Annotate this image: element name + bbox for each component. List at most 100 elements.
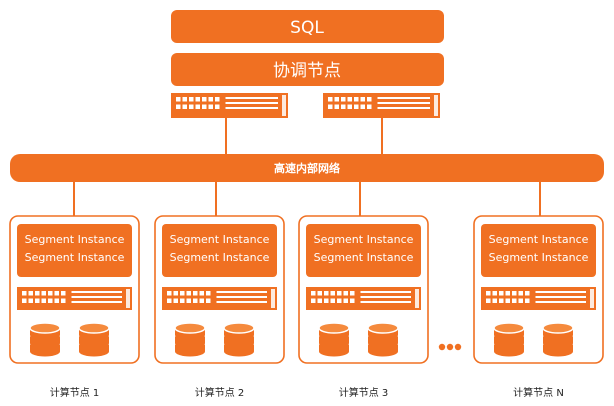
database-disk-icon [367, 322, 399, 357]
server-cap [590, 289, 594, 308]
segment-instance-label: Segment Instance [489, 251, 589, 264]
server-port [54, 291, 59, 296]
server-port [35, 291, 40, 296]
server-port [330, 291, 335, 296]
disk-top [493, 322, 525, 334]
server-line [216, 296, 267, 298]
server-port [173, 298, 178, 303]
server-port [189, 97, 194, 102]
server-port [334, 104, 339, 109]
server-port [499, 298, 504, 303]
disk-band [30, 344, 60, 357]
server-port [486, 291, 491, 296]
database-disk-icon [174, 322, 206, 357]
database-disk-icon [542, 322, 574, 357]
server-port [337, 298, 342, 303]
server-port [328, 104, 333, 109]
server-port [199, 291, 204, 296]
server-cap [434, 95, 438, 116]
disk-band [319, 344, 349, 357]
segment-instance-label: Segment Instance [314, 251, 414, 264]
server-body [323, 93, 440, 118]
server-port [54, 298, 59, 303]
server-line [71, 291, 122, 293]
disk-band [224, 344, 254, 357]
server-line [71, 296, 122, 298]
disk-top [367, 322, 399, 334]
disk-band [175, 344, 205, 357]
server-port [317, 291, 322, 296]
coordinator-bar-bg [171, 53, 444, 86]
server-port [328, 97, 333, 102]
server-line [225, 102, 278, 104]
server-line [535, 301, 586, 303]
server-line [225, 107, 278, 109]
server-line [71, 301, 122, 303]
server-line [535, 291, 586, 293]
segment-instance-box [17, 224, 132, 277]
segment-instance-label: Segment Instance [25, 233, 125, 246]
server-port [334, 97, 339, 102]
server-port [518, 298, 523, 303]
compute-node-label: 计算节点 N [513, 386, 564, 399]
server-port [518, 291, 523, 296]
segment-instance-label: Segment Instance [25, 251, 125, 264]
server-rack-icon [17, 287, 132, 310]
disk-top [223, 322, 255, 334]
server-rack-icon [171, 93, 288, 118]
server-port [347, 97, 352, 102]
server-port [61, 291, 66, 296]
server-port [208, 104, 213, 109]
server-port [311, 298, 316, 303]
server-port [215, 104, 220, 109]
disk-top [542, 322, 574, 334]
server-port [367, 104, 372, 109]
server-port [505, 298, 510, 303]
server-port [180, 298, 185, 303]
server-port [354, 104, 359, 109]
server-port [48, 291, 53, 296]
database-disk-icon [29, 322, 61, 357]
disk-band [543, 344, 573, 357]
server-port [202, 97, 207, 102]
disk-band [368, 336, 398, 349]
server-port [61, 298, 66, 303]
server-line [216, 301, 267, 303]
segment-instance-label: Segment Instance [170, 233, 270, 246]
server-body [17, 287, 132, 310]
server-cap [126, 289, 130, 308]
server-line [360, 301, 411, 303]
server-cap [271, 289, 275, 308]
segment-instance-box [306, 224, 421, 277]
server-port [337, 291, 342, 296]
server-port [512, 298, 517, 303]
server-port [202, 104, 207, 109]
server-port [193, 291, 198, 296]
server-port [22, 298, 27, 303]
ellipsis-dot [438, 343, 446, 351]
compute-node-label: 计算节点 2 [195, 386, 245, 399]
server-line [360, 291, 411, 293]
server-rack-icon [162, 287, 277, 310]
server-port [215, 97, 220, 102]
server-port [41, 298, 46, 303]
server-port [343, 298, 348, 303]
network-bar-bg [10, 154, 604, 182]
network-label: 高速内部网络 [274, 161, 340, 175]
sql-label: SQL [290, 18, 324, 38]
server-line [377, 97, 430, 99]
disk-top [29, 322, 61, 334]
server-port [208, 97, 213, 102]
disk-band [224, 336, 254, 349]
server-body [481, 287, 596, 310]
server-port [176, 104, 181, 109]
server-port [360, 104, 365, 109]
ellipsis-icon [438, 343, 462, 351]
segment-instance-box [481, 224, 596, 277]
ellipsis-dot [454, 343, 462, 351]
sql-bar-bg [171, 10, 444, 43]
server-port [48, 298, 53, 303]
server-port [167, 291, 172, 296]
